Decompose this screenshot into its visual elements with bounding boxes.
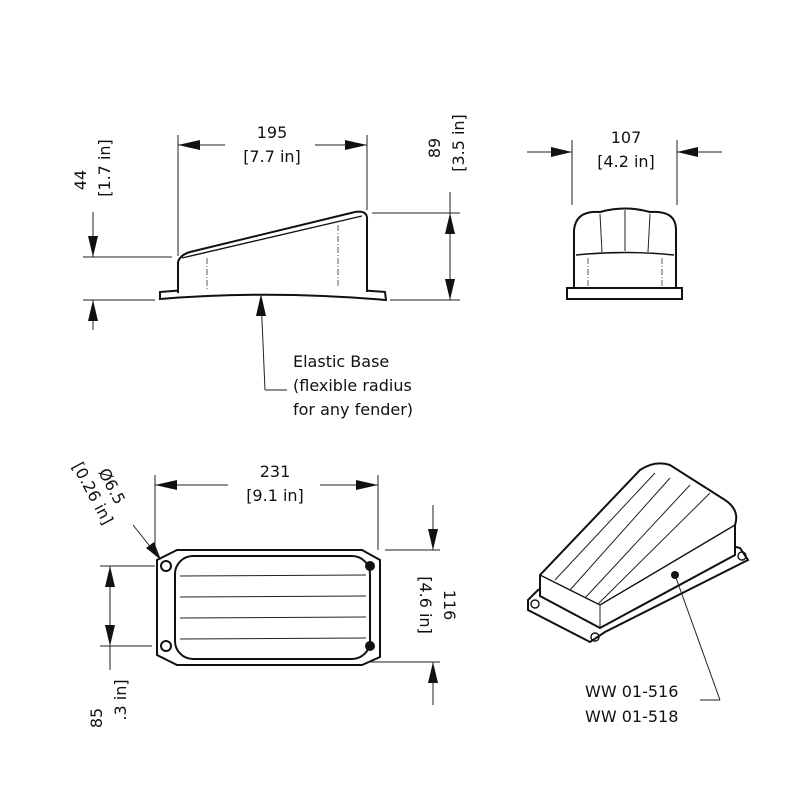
- model-number-2: WW 01-518: [585, 707, 678, 726]
- side-length-label: 195: [257, 123, 288, 142]
- elastic-base-callout: Elastic Base (flexible radius for any fe…: [256, 294, 413, 419]
- mounting-hole: [160, 640, 172, 652]
- mounting-hole: [365, 641, 375, 651]
- model-number-1: WW 01-516: [585, 682, 678, 701]
- callout-line-3: for any fender): [293, 400, 413, 419]
- dim-front-width: 107 [4.2 in]: [527, 128, 722, 205]
- side-body: [177, 210, 369, 293]
- dim-rear-height: 89 [3.5 in]: [372, 114, 468, 301]
- iso-view: WW 01-516 WW 01-518: [527, 462, 750, 726]
- dim-hole-spacing: 85 .3 in]: [87, 565, 155, 728]
- mounting-hole: [365, 561, 375, 571]
- front-base-plate: [566, 287, 683, 300]
- hole-spacing-in-label: .3 in]: [111, 679, 130, 720]
- callout-line-1: Elastic Base: [293, 352, 389, 371]
- rear-height-label: 89: [425, 138, 444, 158]
- front-height-label: 44: [71, 170, 90, 190]
- top-length-in-label: [9.1 in]: [246, 486, 304, 505]
- dim-side-length: 195 [7.7 in]: [177, 123, 368, 256]
- hole-spacing-label: 85: [87, 708, 106, 728]
- model-callout: WW 01-516 WW 01-518: [585, 571, 721, 726]
- dim-hole-diameter: Ø6.5 [0.26 in]: [68, 459, 161, 560]
- mounting-hole: [160, 560, 172, 572]
- front-crease: [575, 251, 675, 256]
- front-width-in-label: [4.2 in]: [597, 152, 655, 171]
- front-width-label: 107: [611, 128, 642, 147]
- dim-top-width: 116 [4.6 in]: [367, 505, 459, 705]
- callout-line-2: (flexible radius: [293, 376, 412, 395]
- top-view: 231 [9.1 in] Ø6.5 [0.26 in] 116 [4.6 in]: [68, 459, 459, 728]
- iso-body: [539, 462, 738, 630]
- side-length-in-label: [7.7 in]: [243, 147, 301, 166]
- side-top-edge: [181, 215, 363, 259]
- rear-height-in-label: [3.5 in]: [449, 114, 468, 172]
- dim-top-length: 231 [9.1 in]: [154, 462, 379, 555]
- top-length-label: 231: [260, 462, 291, 481]
- front-height-in-label: [1.7 in]: [95, 139, 114, 197]
- side-view: 195 [7.7 in] 44 [1.7 in] 89 [3.5 in]: [71, 114, 468, 419]
- dim-front-height: 44 [1.7 in]: [71, 139, 172, 330]
- top-width-label: 116: [440, 590, 459, 621]
- top-body: [174, 555, 371, 660]
- front-view: 107 [4.2 in]: [527, 128, 722, 300]
- top-width-in-label: [4.6 in]: [416, 576, 435, 634]
